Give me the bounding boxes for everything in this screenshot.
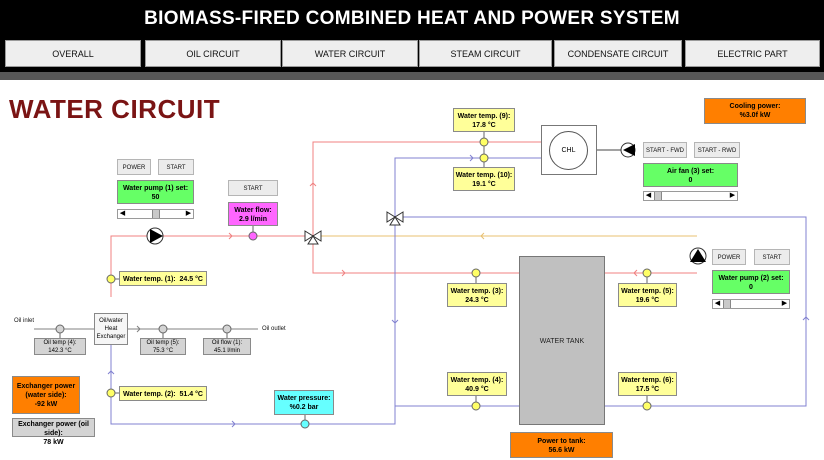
water-temp-3: Water temp. (3): 24.3 °C [447, 283, 507, 307]
fan-start-fwd-button[interactable]: START - FWD [643, 142, 687, 158]
water-pressure-label: Water pressure: [277, 395, 331, 402]
oil-flow-1-value: 45.1 l/min [213, 348, 240, 354]
water-temp-2: Water temp. (2): 51.4 °C [119, 386, 207, 401]
water-temp-6: Water temp. (6): 17.5 °C [618, 372, 677, 396]
slider-thumb[interactable] [723, 300, 731, 308]
pump2-value: 0 [749, 284, 753, 291]
exchanger-power-oil-label: Exchanger power (oil side): [18, 421, 89, 437]
air-fan-label: Air fan (3) set: [666, 168, 715, 175]
cooling-power-value: %3.0f kW [739, 112, 771, 119]
water-temp-9-label: Water temp. (9): [457, 113, 511, 120]
pump1-slider[interactable]: ◀ ▶ [117, 209, 194, 219]
pump2-slider[interactable]: ◀ ▶ [712, 299, 790, 309]
water-temp-3-label: Water temp. (3): [450, 288, 504, 295]
tab-steam-circuit[interactable]: STEAM CIRCUIT [419, 40, 552, 67]
water-tank: WATER TANK [519, 256, 605, 425]
power-to-tank-display: Power to tank: 56.6 kW [510, 432, 613, 458]
oil-flow-1-label: Oil flow (1): [211, 340, 243, 346]
water-temp-5: Water temp. (5): 19.6 °C [618, 283, 677, 307]
tab-condensate-circuit[interactable]: CONDENSATE CIRCUIT [554, 40, 682, 67]
pump2-setpoint: Water pump (2) set: 0 [712, 270, 790, 294]
header-divider [0, 72, 824, 80]
slider-left-arrow-icon[interactable]: ◀ [645, 192, 652, 199]
exchanger-power-water: Exchanger power (water side): -92 kW [12, 376, 80, 414]
air-fan-value: 0 [688, 177, 693, 184]
oil-temp-4: Oil temp (4): 142.3 °C [34, 338, 86, 355]
oil-flow-1: Oil flow (1): 45.1 l/min [203, 338, 251, 355]
pump2-power-button[interactable]: POWER [712, 249, 746, 265]
water-temp-6-value: 17.5 °C [635, 386, 660, 393]
water-temp-1: Water temp. (1): 24.5 °C [119, 271, 207, 286]
water-temp-9-value: 17.8 °C [472, 122, 496, 129]
water-flow-value: 2.9 l/min [238, 216, 267, 223]
pump1-value: 50 [151, 194, 160, 201]
exchanger-power-oil: Exchanger power (oil side): 78 kW [12, 418, 95, 446]
chiller-symbol: CHL [549, 131, 588, 170]
slider-thumb[interactable] [654, 192, 662, 200]
page-title: WATER CIRCUIT [9, 94, 221, 124]
water-pressure-value: %0.2 bar [289, 404, 319, 411]
tab-oil-circuit[interactable]: OIL CIRCUIT [145, 40, 281, 67]
cooling-power-label: Cooling power: [729, 103, 781, 110]
tab-water-circuit[interactable]: WATER CIRCUIT [282, 40, 418, 67]
cooling-power-display: Cooling power: %3.0f kW [704, 98, 806, 124]
fan-start-rwd-button[interactable]: START - RWD [694, 142, 740, 158]
pump1-power-button[interactable]: POWER [117, 159, 151, 175]
water-temp-5-value: 19.6 °C [635, 297, 660, 304]
flow-start-button[interactable]: START [228, 180, 278, 196]
power-to-tank-value: 56.6 kW [548, 447, 575, 454]
water-temp-4: Water temp. (4): 40.9 °C [447, 372, 507, 396]
oil-temp-4-value: 142.3 °C [48, 348, 72, 354]
pump2-start-button[interactable]: START [754, 249, 790, 265]
oil-temp-5-value: 75.3 °C [152, 348, 174, 354]
water-flow-display: Water flow: 2.9 l/min [228, 202, 278, 226]
water-pressure-display: Water pressure: %0.2 bar [274, 390, 334, 415]
slider-right-arrow-icon[interactable]: ▶ [781, 300, 788, 307]
water-temp-2-value: 51.4 °C [179, 391, 203, 398]
chiller-unit: CHL [541, 125, 597, 175]
water-temp-10-value: 19.1 °C [472, 181, 496, 188]
exchanger-power-water-label: Exchanger power (water side): [16, 383, 76, 399]
pump1-label: Water pump (1) set: [122, 185, 189, 192]
pump1-setpoint: Water pump (1) set: 50 [117, 180, 194, 204]
app-title: BIOMASS-FIRED COMBINED HEAT AND POWER SY… [0, 0, 824, 36]
pump1-start-button[interactable]: START [158, 159, 194, 175]
water-temp-5-label: Water temp. (5): [621, 288, 674, 295]
power-to-tank-label: Power to tank: [537, 438, 586, 445]
oil-temp-4-label: Oil temp (4): [43, 340, 77, 346]
water-temp-6-label: Water temp. (6): [621, 377, 674, 384]
pump2-label: Water pump (2) set: [718, 275, 784, 282]
slider-left-arrow-icon[interactable]: ◀ [119, 210, 126, 217]
slider-right-arrow-icon[interactable]: ▶ [729, 192, 736, 199]
exchanger-power-water-value: -92 kW [34, 401, 58, 408]
air-fan-slider[interactable]: ◀ ▶ [643, 191, 738, 201]
tab-electric-part[interactable]: ELECTRIC PART [685, 40, 820, 67]
oil-temp-5: Oil temp (5): 75.3 °C [140, 338, 186, 355]
tab-overall[interactable]: OVERALL [5, 40, 141, 67]
water-flow-label: Water flow: [234, 207, 272, 214]
oil-inlet-label: Oil inlet [14, 318, 35, 324]
oil-temp-5-label: Oil temp (5): [146, 340, 180, 346]
water-temp-3-value: 24.3 °C [465, 297, 489, 304]
water-temp-1-value: 24.5 °C [179, 276, 203, 283]
water-temp-10: Water temp. (10): 19.1 °C [453, 167, 515, 191]
heat-exchanger: Oil/water Heat Exchanger [94, 313, 128, 345]
water-temp-9: Water temp. (9): 17.8 °C [453, 108, 515, 132]
water-temp-10-label: Water temp. (10): [455, 172, 513, 179]
air-fan-setpoint: Air fan (3) set: 0 [643, 163, 738, 187]
slider-right-arrow-icon[interactable]: ▶ [185, 210, 192, 217]
slider-thumb[interactable] [152, 210, 160, 218]
water-temp-2-label: Water temp. (2): [123, 391, 176, 398]
oil-outlet-label: Oil outlet [262, 326, 286, 332]
water-temp-1-label: Water temp. (1): [123, 276, 176, 283]
water-temp-4-label: Water temp. (4): [450, 377, 504, 384]
water-temp-4-value: 40.9 °C [465, 386, 489, 393]
slider-left-arrow-icon[interactable]: ◀ [714, 300, 721, 307]
exchanger-power-oil-value: 78 kW [43, 439, 64, 446]
